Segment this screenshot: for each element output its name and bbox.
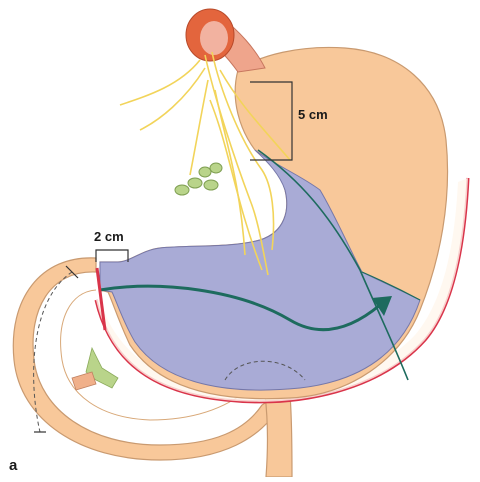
jejunum (265, 395, 292, 477)
lymph-node (204, 180, 218, 190)
lymph-node (199, 167, 211, 177)
esophagus-lumen (200, 21, 228, 55)
lymph-node (188, 178, 202, 188)
lymph-node (210, 163, 222, 173)
pancreatic-duct (72, 372, 96, 390)
label-2cm: 2 cm (94, 229, 124, 244)
bracket-2cm (96, 250, 128, 262)
lymph-node (175, 185, 189, 195)
label-5cm: 5 cm (298, 107, 328, 122)
lymph-nodes (175, 163, 222, 195)
panel-label: a (9, 457, 17, 474)
